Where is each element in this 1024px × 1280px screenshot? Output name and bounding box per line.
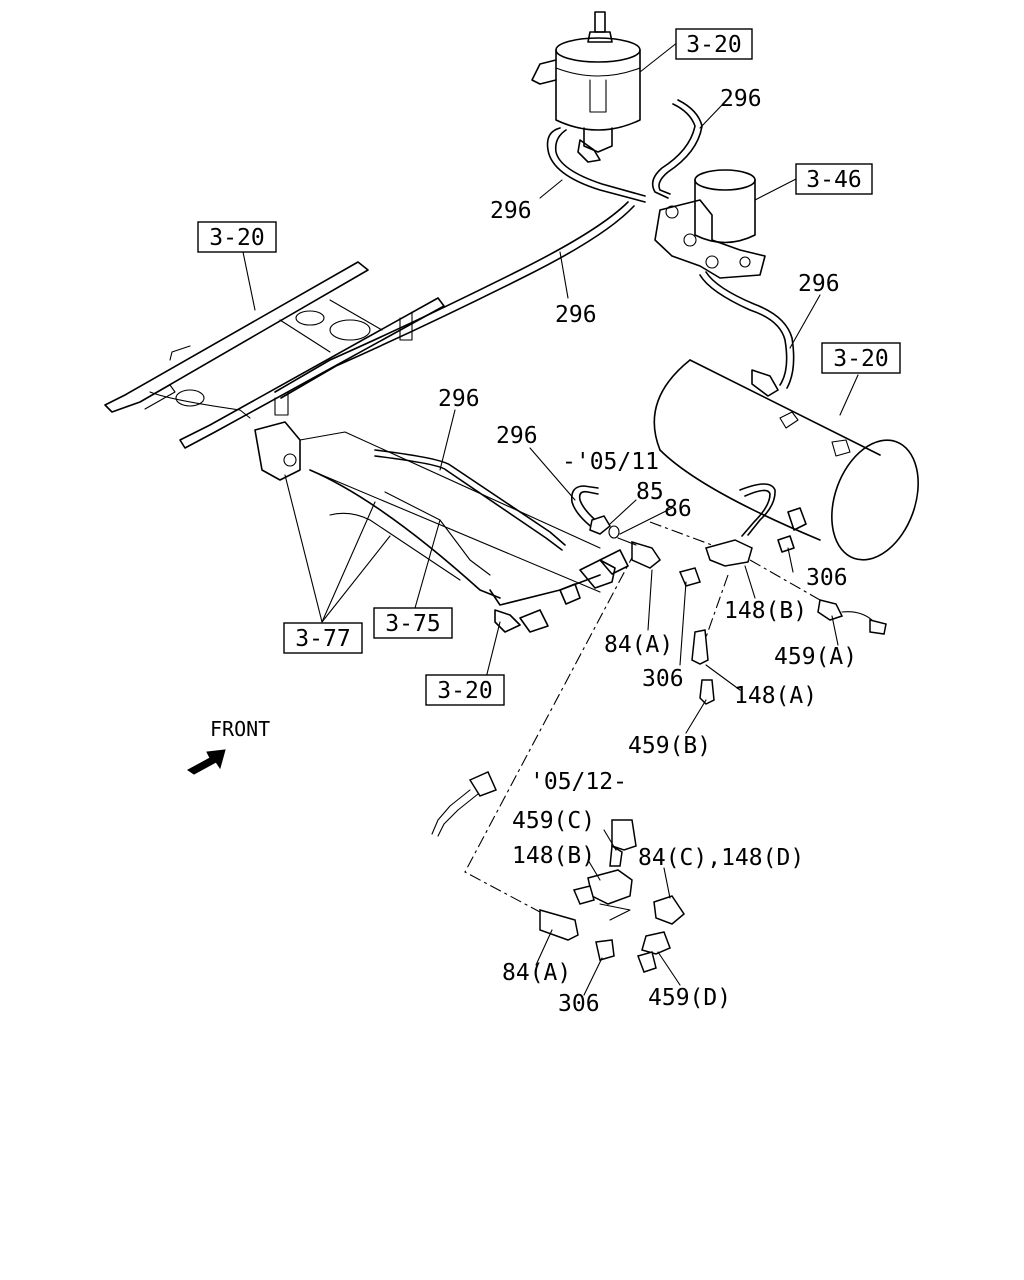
label-148b-bottom: 148(B): [512, 843, 595, 869]
label-84c-148d: 84(C),148(D): [638, 845, 804, 871]
label-84a-top: 84(A): [604, 632, 673, 658]
pipe-top-right: [651, 103, 696, 199]
label-306-mid: 306: [642, 666, 684, 692]
ref-box-frame: 3-20: [197, 221, 277, 253]
pipe-dryer-tank: [699, 274, 788, 386]
label-85: 85: [636, 479, 664, 505]
fitting-cluster-mid: [691, 599, 887, 705]
fitting-cluster-bottom: [431, 771, 685, 973]
label-296-bend: 296: [496, 423, 538, 449]
label-296-top-right: 296: [720, 86, 762, 112]
air-dryer: [654, 169, 766, 279]
ref-label-77: 3-77: [295, 626, 350, 652]
ref-box-top: 3-20: [675, 28, 753, 60]
label-459d: 459(D): [648, 985, 731, 1011]
label-306-bottom: 306: [558, 991, 600, 1017]
ref-box-dryer: 3-46: [795, 163, 873, 195]
top-air-tank: [531, 11, 641, 163]
pipe-long-frame: [274, 201, 629, 393]
lower-frame: [254, 421, 629, 633]
label-148b-top: 148(B): [724, 598, 807, 624]
label-306-right: 306: [806, 565, 848, 591]
fitting-cluster-top: [589, 515, 753, 587]
ref-label-dryer: 3-46: [806, 167, 861, 193]
front-arrow-icon: [187, 749, 226, 775]
label-date-upto: -'05/11: [562, 449, 659, 475]
label-459b: 459(B): [628, 733, 711, 759]
label-date-from: '05/12-: [530, 769, 627, 795]
ref-label-tank: 3-20: [833, 346, 888, 372]
dashdot-right: [704, 574, 729, 641]
ref-label-frame: 3-20: [209, 225, 264, 251]
label-front: FRONT: [210, 717, 270, 741]
ref-label-75: 3-75: [385, 611, 440, 637]
label-459c: 459(C): [512, 808, 595, 834]
label-459a: 459(A): [774, 644, 857, 670]
ref-label-bottom: 3-20: [437, 678, 492, 704]
ref-box-77: 3-77: [283, 622, 363, 654]
chassis-frame: [104, 261, 445, 449]
label-296-lower: 296: [438, 386, 480, 412]
label-296-frame: 296: [555, 302, 597, 328]
main-air-tank: [653, 359, 919, 561]
ref-box-75: 3-75: [373, 607, 453, 639]
label-86: 86: [664, 496, 692, 522]
label-296-tank: 296: [798, 271, 840, 297]
part-labels: 296 296 296 296 296 296 -'05/11 85 86 84…: [210, 86, 857, 1017]
label-84a-bottom: 84(A): [502, 960, 571, 986]
label-296-top-left: 296: [490, 198, 532, 224]
ref-box-bottom: 3-20: [425, 674, 505, 706]
leader-lines: [242, 41, 859, 996]
label-148a: 148(A): [734, 683, 817, 709]
pipe-bend-296: [578, 490, 606, 529]
ref-box-tank: 3-20: [821, 342, 901, 374]
dashdot-left: [464, 551, 636, 913]
pipe-top-left: [546, 127, 646, 203]
ref-label-top: 3-20: [686, 32, 741, 58]
